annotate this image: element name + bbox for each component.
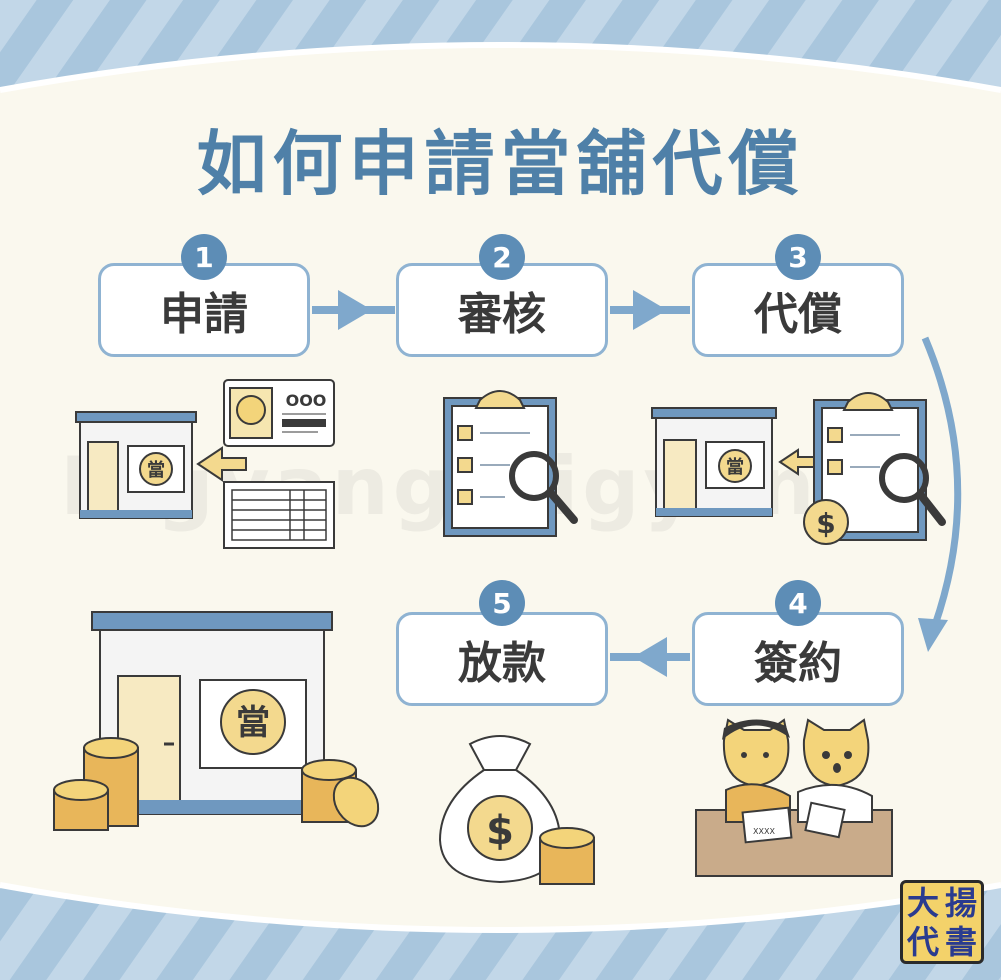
- arrow-curve-down-icon: [918, 336, 962, 652]
- step-1-badge: 1: [181, 234, 227, 280]
- step-1-label: 申請: [160, 289, 248, 340]
- arrow-left-yellow-icon: [196, 446, 247, 482]
- id-card-icon: OOO: [223, 379, 335, 447]
- logo-char-1: 大: [906, 883, 939, 922]
- form-document-icon: [223, 481, 335, 549]
- small-pawnshop-2-sign: 當: [726, 456, 744, 478]
- page-title: 如何申請當舖代償: [196, 123, 805, 205]
- arrow-left-yellow-2-icon: [778, 448, 815, 476]
- clipboard-payment-icon: $: [803, 392, 946, 545]
- small-pawnshop-icon: 當: [75, 411, 197, 519]
- large-pawnshop-sign: 當: [236, 703, 270, 743]
- money-bag-icon: $: [438, 735, 595, 885]
- step-3-label: 代償: [754, 289, 842, 340]
- coin-dollar-sign: $: [816, 507, 835, 540]
- arrow-left-icon: [610, 637, 690, 677]
- small-pawnshop-sign: 當: [147, 459, 165, 481]
- coin-stack-right-icon: [301, 759, 380, 828]
- coin-stack-left-icon: [53, 737, 139, 831]
- step-4-label: 簽約: [754, 638, 842, 689]
- step-5-box: 放款: [396, 612, 608, 706]
- step-2-label: 審核: [458, 289, 546, 340]
- step-3-badge: 3: [775, 234, 821, 280]
- id-card-dots: OOO: [286, 391, 327, 410]
- step-5-badge: 5: [479, 580, 525, 626]
- step-5-label: 放款: [458, 638, 546, 689]
- logo-char-3: 代: [906, 922, 939, 961]
- step-2-badge: 2: [479, 234, 525, 280]
- money-bag-dollar-sign: $: [486, 808, 514, 854]
- clipboard-review-icon: [443, 390, 578, 537]
- cats-signing-icon: XXXX: [695, 718, 893, 877]
- logo-char-4: 書: [944, 922, 977, 961]
- brand-logo: 大 揚 代 書: [900, 880, 984, 964]
- arrow-right-1-icon: [312, 290, 395, 330]
- contract-text: XXXX: [753, 827, 775, 836]
- logo-char-2: 揚: [944, 883, 977, 922]
- step-4-badge: 4: [775, 580, 821, 626]
- small-pawnshop-2-icon: 當: [651, 407, 777, 517]
- step-1-box: 申請: [98, 263, 310, 357]
- arrow-right-2-icon: [610, 290, 690, 330]
